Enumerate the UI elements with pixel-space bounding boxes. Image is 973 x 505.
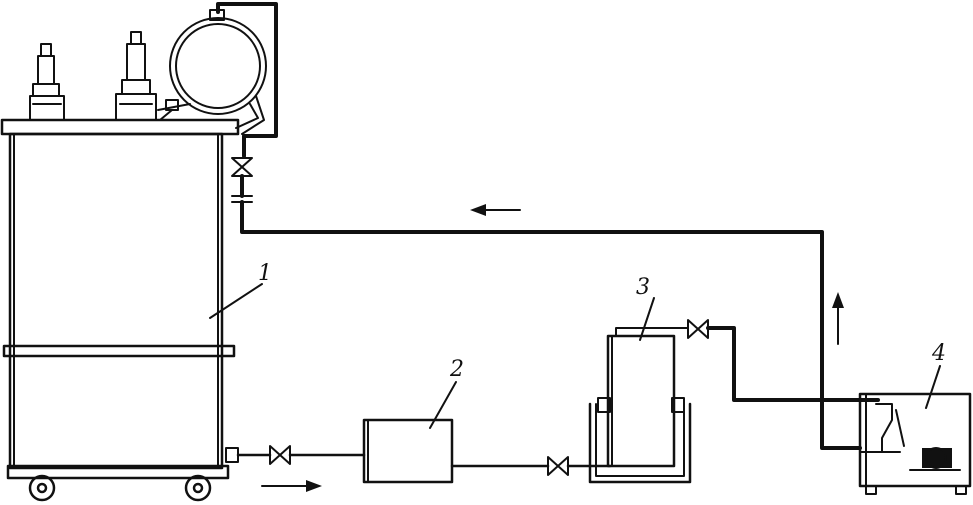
supply-pipe-1 — [236, 445, 366, 465]
pump-unit — [858, 365, 972, 495]
valve-tank-out — [687, 319, 709, 339]
leader-4 — [925, 365, 941, 409]
transformer — [0, 9, 267, 502]
valve-outlet — [269, 445, 291, 465]
flow-arrow-left — [470, 204, 521, 216]
flow-arrow-right — [261, 480, 322, 492]
bushing-right — [115, 31, 157, 121]
label-1: 1 — [258, 261, 272, 286]
conservator — [169, 9, 267, 135]
vacuum-tank — [588, 297, 692, 484]
tank-body — [8, 132, 224, 470]
tank-base — [6, 464, 230, 480]
outlet-flange — [225, 447, 239, 463]
filter — [362, 381, 457, 484]
leader-3 — [639, 297, 655, 341]
transfer-pipe — [615, 319, 880, 402]
supply-pipe-2 — [450, 456, 612, 476]
wheel-right — [184, 474, 212, 502]
flow-arrow-up — [832, 292, 844, 345]
tank-band — [2, 344, 236, 358]
leader-2 — [429, 381, 457, 429]
valve-return-top — [231, 157, 253, 177]
tank-cover — [0, 118, 240, 136]
label-2: 2 — [449, 357, 464, 382]
bushing-left — [29, 43, 65, 121]
valve-tank-in — [547, 456, 569, 476]
wheel-left — [28, 474, 56, 502]
cover-valve — [157, 99, 191, 121]
return-pipe — [216, 2, 862, 450]
label-4: 4 — [931, 341, 946, 366]
label-3: 3 — [636, 275, 650, 300]
leader-1 — [209, 283, 263, 319]
